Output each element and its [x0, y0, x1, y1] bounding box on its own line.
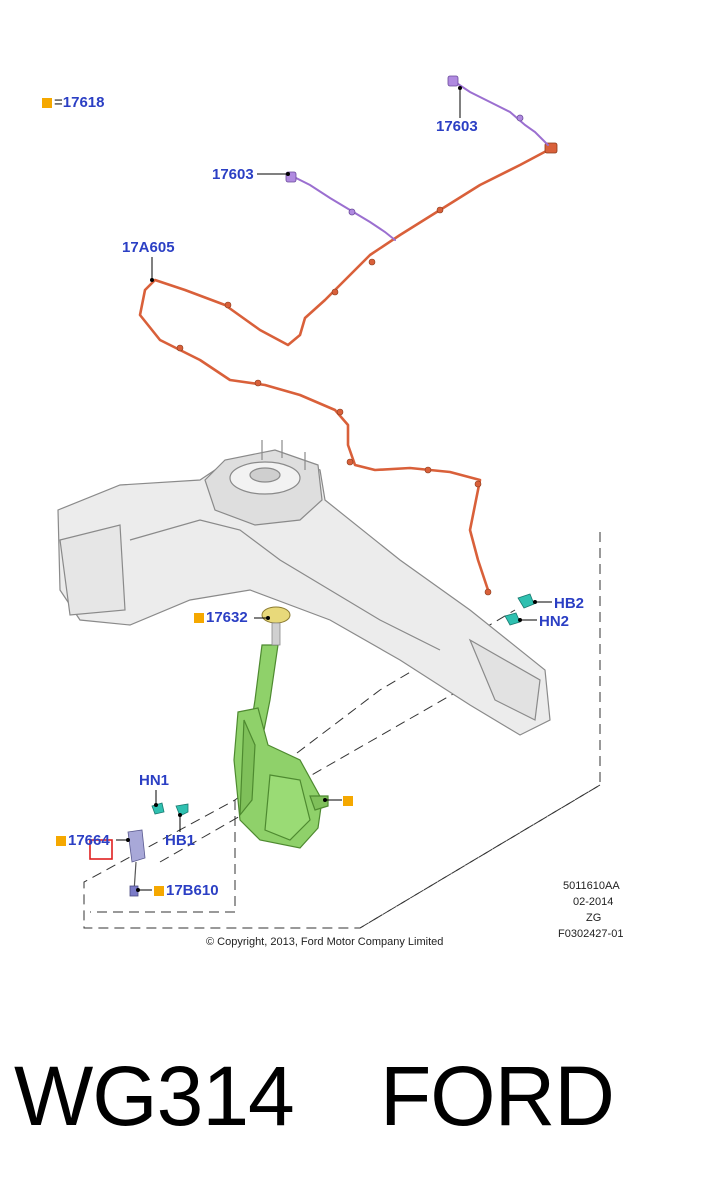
- meta-ref: 5011610AA: [563, 880, 620, 892]
- label-cap: 17632: [194, 609, 248, 626]
- meta-region: ZG: [586, 912, 602, 924]
- cap-marker: [194, 613, 204, 624]
- legend-equals: =: [54, 94, 63, 111]
- legend-code: 17618: [62, 94, 105, 111]
- filler-cap: [261, 606, 291, 646]
- washer-pump: [127, 829, 146, 897]
- tube-nozzles: [285, 75, 524, 216]
- meta-date: 02-2014: [573, 896, 614, 908]
- grommet-code: 17B610: [166, 882, 219, 899]
- legend-label: =17618: [42, 94, 104, 111]
- leader-lines: [116, 88, 552, 891]
- highlight-box: [89, 839, 113, 860]
- label-tube-top: 17603: [436, 118, 478, 135]
- washer-tubes: [289, 79, 549, 241]
- label-hn2: HN2: [539, 613, 570, 630]
- hose-clips: [176, 206, 492, 596]
- footer-code: WG314: [14, 1049, 295, 1143]
- label-hn1: HN1: [139, 772, 170, 789]
- leader-dots: [126, 86, 537, 892]
- tank-marker: [343, 796, 353, 807]
- label-tube-mid: 17603: [212, 166, 254, 183]
- label-pump: 17664: [56, 832, 110, 849]
- legend-marker: [42, 98, 52, 109]
- pump-code: 17664: [68, 832, 110, 849]
- label-grommet: 17B610: [154, 882, 219, 899]
- grommet-marker: [154, 886, 164, 897]
- meta-figure: F0302427-01: [558, 928, 624, 940]
- pump-marker: [56, 836, 66, 847]
- label-hb1: HB1: [165, 832, 196, 849]
- label-hose: 17A605: [122, 239, 175, 256]
- label-tank-marker: [343, 792, 355, 809]
- label-hb2: HB2: [554, 595, 585, 612]
- assembly-boundary: [83, 532, 601, 929]
- copyright: © Copyright, 2013, Ford Motor Company Li…: [206, 936, 444, 948]
- body-frame: [57, 440, 551, 736]
- cap-code: 17632: [206, 609, 248, 626]
- teal-clips: [151, 593, 535, 817]
- footer-brand: FORD: [380, 1049, 615, 1143]
- washer-reservoir: [233, 644, 329, 849]
